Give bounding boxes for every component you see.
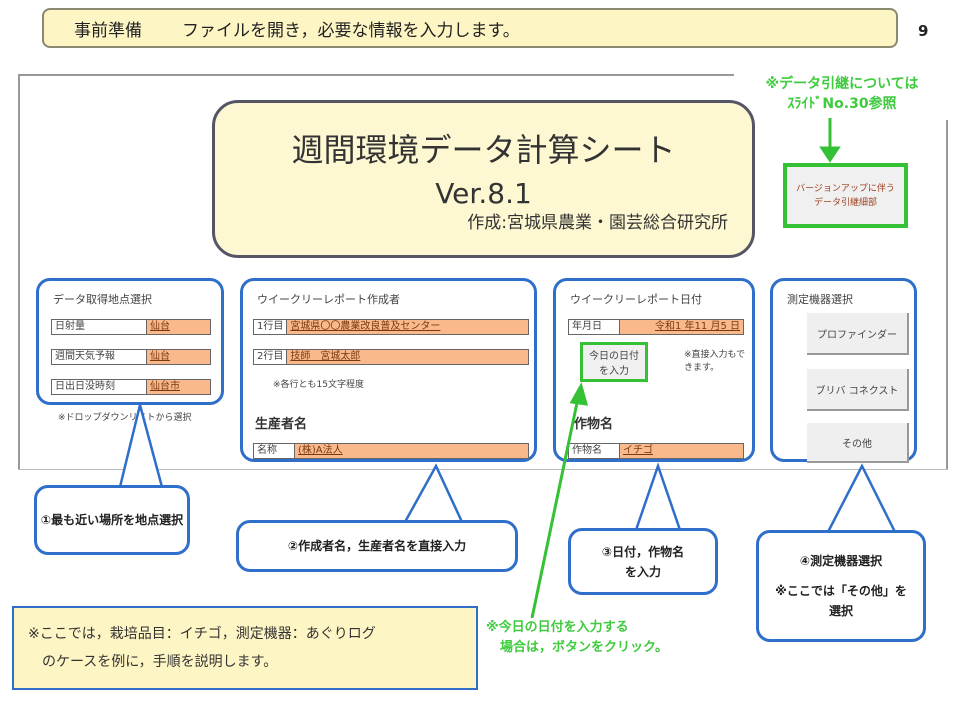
panel-title: ウイークリーレポート作成者 bbox=[257, 293, 400, 306]
author-line2-field[interactable]: 2行目技師 宮城太郎 bbox=[253, 349, 529, 365]
field-value[interactable]: 仙台 bbox=[147, 320, 210, 334]
location-field-sunrise[interactable]: 日出日没時刻仙台市 bbox=[51, 379, 211, 395]
title-box: 週間環境データ計算シート Ver.8.1 作成:宮城県農業・園芸総合研究所 bbox=[212, 100, 755, 258]
button-label: データ引継細部 bbox=[813, 197, 877, 208]
green-arrow bbox=[530, 397, 580, 619]
frame-border bbox=[946, 120, 948, 470]
crop-title: 作物名 bbox=[574, 417, 614, 432]
field-value[interactable]: 技師 宮城太郎 bbox=[287, 350, 528, 364]
field-label: 日出日没時刻 bbox=[52, 380, 147, 394]
migration-note-line: ｽﾗｲﾄﾞNo.30参照 bbox=[787, 96, 897, 112]
migration-note: ※データ引継については ｽﾗｲﾄﾞNo.30参照 bbox=[742, 74, 942, 114]
callout-text: ④測定機器選択 bbox=[799, 554, 883, 568]
page-number: 9 bbox=[918, 22, 929, 40]
field-label: 作物名 bbox=[569, 444, 620, 458]
frame-border bbox=[18, 469, 948, 470]
field-label: 年月日 bbox=[569, 320, 620, 334]
char-limit-note: ※各行とも15文字程度 bbox=[273, 380, 364, 390]
field-label: 名称 bbox=[254, 444, 295, 458]
priva-connext-button[interactable]: ブリバ コネクスト bbox=[807, 369, 909, 411]
note-line: ※ここでは，栽培品目：イチゴ，測定機器：あぐりログ bbox=[28, 626, 376, 642]
field-value[interactable]: (株)A法人 bbox=[295, 444, 528, 458]
callout-location: ①最も近い場所を地点選択 bbox=[34, 485, 190, 555]
button-label: バージョンアップに伴う bbox=[796, 183, 895, 194]
today-date-note: ※今日の日付を入力する場合は，ボタンをクリック。 bbox=[486, 618, 716, 658]
location-field-forecast[interactable]: 週間天気予報仙台 bbox=[51, 349, 211, 365]
callout-author: ②作成者名，生産者名を直接入力 bbox=[236, 520, 518, 572]
arrow-head-icon bbox=[819, 146, 841, 163]
sheet-title: 週間環境データ計算シート bbox=[291, 131, 676, 169]
frame-border bbox=[18, 74, 734, 76]
panel-title: 測定機器選択 bbox=[787, 293, 853, 306]
date-field[interactable]: 年月日令和1 年11 月5 日 bbox=[568, 319, 744, 335]
direct-input-note: ※直接入力もできます。 bbox=[684, 350, 746, 373]
data-migration-button[interactable]: バージョンアップに伴うデータ引継細部 bbox=[783, 163, 908, 228]
device-panel: 測定機器選択 プロファインダー ブリバ コネクスト その他 bbox=[770, 278, 917, 463]
dropdown-note: ※ドロップダウンリストから選択 bbox=[58, 413, 192, 423]
note-line: ※今日の日付を入力する bbox=[486, 620, 629, 635]
note-line: 場合は，ボタンをクリック。 bbox=[500, 640, 668, 655]
callout-pointer bbox=[403, 463, 464, 523]
callout-text: ※ここでは「その他」を選択 bbox=[775, 584, 907, 618]
callout-date: ③日付，作物名を入力 bbox=[568, 528, 718, 595]
location-panel: データ取得地点選択 日射量仙台 週間天気予報仙台 日出日没時刻仙台市 bbox=[36, 278, 224, 405]
date-panel: ウイークリーレポート日付 年月日令和1 年11 月5 日 今日の日付を入力 ※直… bbox=[553, 278, 755, 462]
frame-border bbox=[18, 74, 20, 470]
producer-title: 生産者名 bbox=[255, 417, 308, 432]
note-line: のケースを例に，手順を説明します。 bbox=[42, 654, 278, 670]
field-value[interactable]: イチゴ bbox=[620, 444, 743, 458]
field-label: 日射量 bbox=[52, 320, 147, 334]
producer-field[interactable]: 名称(株)A法人 bbox=[253, 443, 529, 459]
author-line1-field[interactable]: 1行目宮城県〇〇農業改良普及センター bbox=[253, 319, 529, 335]
sheet-version: Ver.8.1 bbox=[435, 177, 532, 210]
field-label: 2行目 bbox=[254, 350, 288, 364]
field-label: 1行目 bbox=[254, 320, 288, 334]
field-value[interactable]: 仙台 bbox=[147, 350, 210, 364]
sheet-author: 作成:宮城県農業・園芸総合研究所 bbox=[467, 213, 728, 233]
field-label: 週間天気予報 bbox=[52, 350, 147, 364]
location-field-solar[interactable]: 日射量仙台 bbox=[51, 319, 211, 335]
author-panel: ウイークリーレポート作成者 1行目宮城県〇〇農業改良普及センター 2行目技師 宮… bbox=[240, 278, 537, 462]
example-note: ※ここでは，栽培品目：イチゴ，測定機器：あぐりログのケースを例に，手順を説明しま… bbox=[12, 606, 478, 690]
callout-pointer bbox=[826, 463, 897, 533]
callout-pointer bbox=[634, 462, 682, 531]
panel-title: ウイークリーレポート日付 bbox=[570, 293, 702, 306]
today-date-button[interactable]: 今日の日付を入力 bbox=[580, 342, 648, 382]
field-value[interactable]: 令和1 年11 月5 日 bbox=[620, 320, 743, 334]
header-text: ファイルを開き，必要な情報を入力します。 bbox=[182, 20, 520, 41]
slide-header: 事前準備 ファイルを開き，必要な情報を入力します。 bbox=[42, 8, 898, 48]
header-step: 事前準備 bbox=[74, 20, 142, 41]
other-device-button[interactable]: その他 bbox=[807, 423, 909, 463]
field-value[interactable]: 宮城県〇〇農業改良普及センター bbox=[287, 320, 528, 334]
field-value[interactable]: 仙台市 bbox=[147, 380, 210, 394]
arrow-head-icon bbox=[569, 382, 589, 406]
profinder-button[interactable]: プロファインダー bbox=[807, 313, 909, 355]
panel-title: データ取得地点選択 bbox=[53, 293, 152, 306]
callout-device: ④測定機器選択 ※ここでは「その他」を選択 bbox=[756, 530, 926, 642]
crop-field[interactable]: 作物名イチゴ bbox=[568, 443, 744, 459]
migration-note-line: ※データ引継については bbox=[765, 76, 919, 92]
callout-pointer bbox=[118, 404, 164, 488]
